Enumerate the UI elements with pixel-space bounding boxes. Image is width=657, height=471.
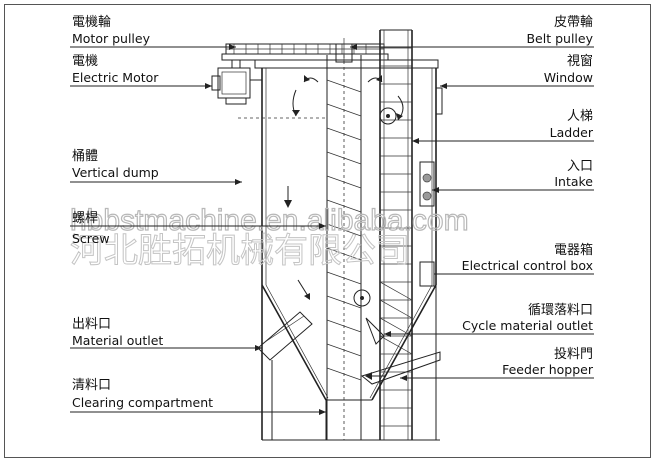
diagram-frame: [4, 4, 651, 458]
mixer-machine: [211, 29, 443, 441]
label-belt-pulley-zh: 皮帶輪: [554, 14, 593, 30]
feeder-hopper-shape: [360, 351, 441, 385]
label-screw-en: Screw: [72, 231, 110, 246]
label-feeder-hopper-en: Feeder hopper: [502, 362, 594, 377]
support-legs: [261, 285, 440, 441]
label-motor-pulley-zh: 電機輪: [72, 14, 111, 30]
label-material-outlet-zh: 出料口: [72, 317, 111, 332]
idler-pulley-lower: [353, 289, 371, 307]
idler-pulley-upper: [379, 107, 397, 125]
label-control-box-zh: 電器箱: [554, 242, 593, 258]
label-intake-en: Intake: [554, 174, 593, 189]
label-cycle-outlet-en: Cycle material outlet: [462, 318, 593, 333]
cycle-outlet-shape: [365, 317, 385, 345]
label-belt-pulley-en: Belt pulley: [526, 31, 593, 46]
label-electric-motor-en: Electric Motor: [72, 70, 159, 85]
label-window-zh: 視窗: [567, 53, 593, 69]
label-motor-pulley-en: Motor pulley: [72, 31, 151, 46]
label-control-box-en: Electrical control box: [462, 258, 593, 273]
flow-arrows: [284, 75, 404, 380]
label-material-outlet-en: Material outlet: [72, 333, 163, 348]
tank-cone: [261, 284, 437, 401]
label-vertical-dump-zh: 桶體: [72, 149, 98, 164]
tank-top-flange: [254, 59, 439, 69]
label-ladder-zh: 人梯: [567, 109, 593, 124]
label-feeder-hopper-zh: 投料門: [554, 346, 593, 362]
label-clearing-compartment-en: Clearing compartment: [72, 395, 213, 410]
watermark-company: 河北胜拓机械有限公司: [70, 231, 410, 271]
watermark: hbbstmachine.en.alibaba.com 河北胜拓机械有限公司: [69, 203, 469, 271]
label-electric-motor-zh: 電機: [72, 54, 98, 69]
belt-pulley-unit: [335, 38, 353, 63]
material-outlet-chute: [257, 311, 313, 361]
label-clearing-compartment-zh: 清料口: [72, 378, 111, 393]
label-vertical-dump-en: Vertical dump: [72, 165, 159, 180]
ladder-tower: [379, 29, 413, 440]
watermark-url: hbbstmachine.en.alibaba.com: [70, 204, 469, 237]
screw-flights: [326, 79, 362, 381]
left-labels: 電機輪 Motor pulley 電機 Electric Motor 桶體 Ve…: [70, 14, 326, 415]
intake-unit: [419, 161, 435, 207]
label-intake-zh: 入口: [567, 159, 593, 174]
label-window-en: Window: [544, 70, 593, 85]
label-cycle-outlet-zh: 循環落料口: [528, 303, 593, 318]
electric-motor-unit: [211, 59, 262, 105]
label-ladder-en: Ladder: [550, 125, 594, 140]
window-panel: [435, 87, 443, 115]
right-labels: 皮帶輪 Belt pulley 視窗 Window 人梯 Ladder 入口 I…: [350, 14, 594, 381]
label-screw-zh: 螺桿: [72, 211, 98, 226]
